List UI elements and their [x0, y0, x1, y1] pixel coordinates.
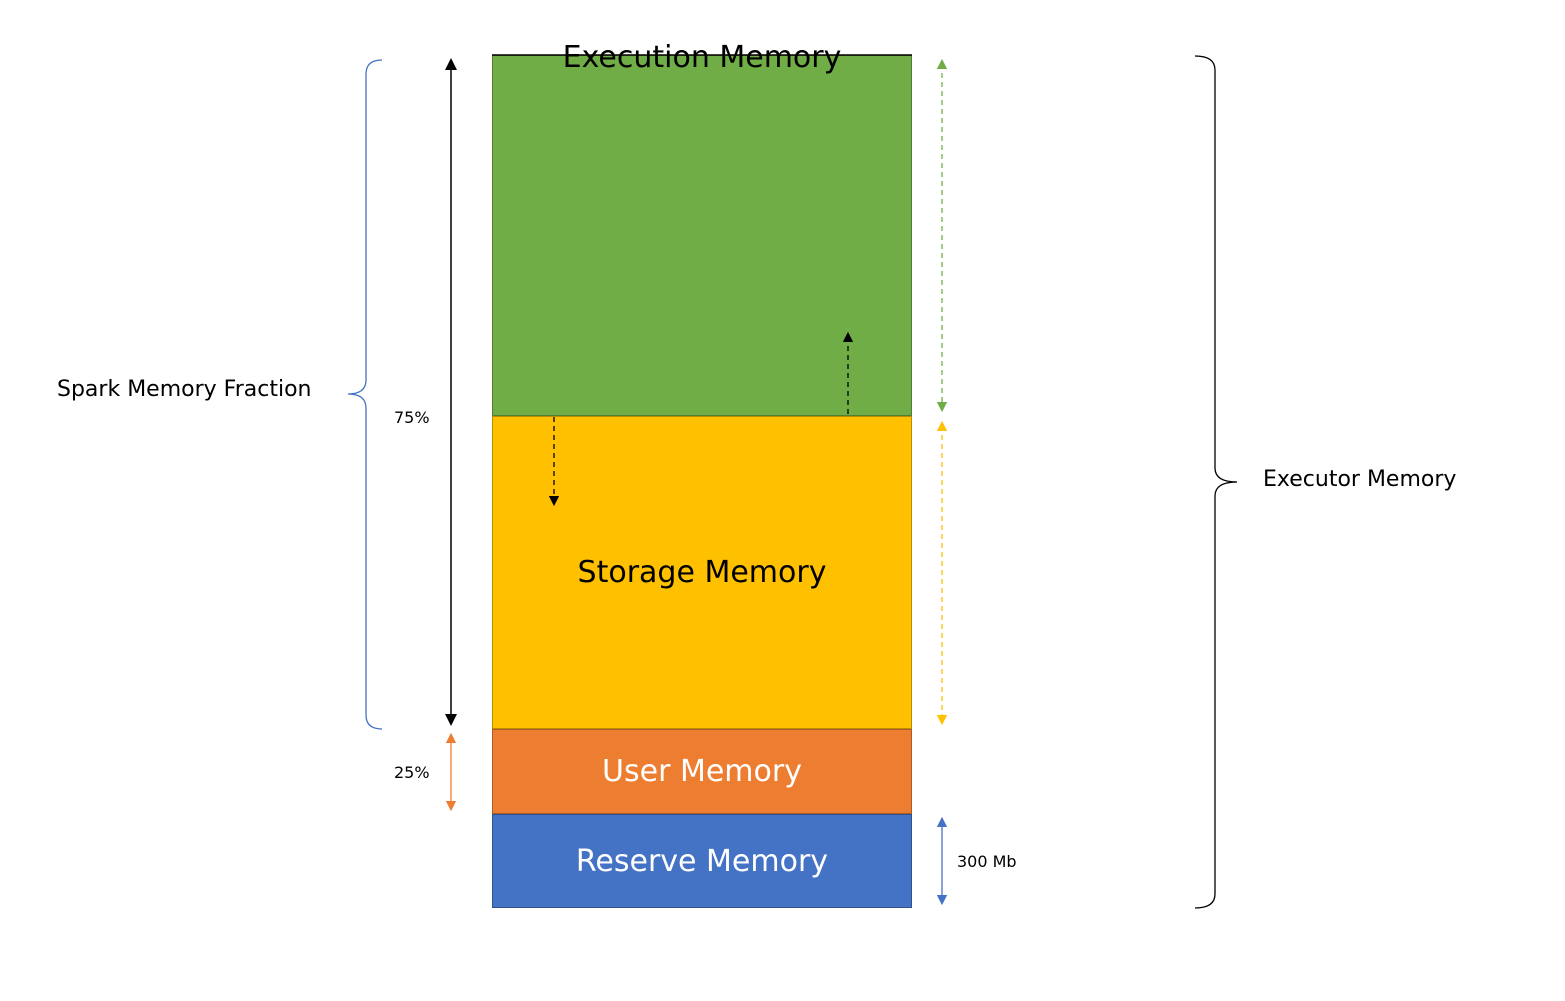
storage-memory-label: Storage Memory [577, 555, 827, 590]
user-memory-block: User Memory [492, 729, 912, 814]
reserve-memory-label: Reserve Memory [575, 843, 829, 879]
execution-memory-label: Execution Memory [562, 40, 842, 75]
execution-memory-block: Execution Memory [492, 40, 912, 416]
spark-memory-fraction-label: Spark Memory Fraction [57, 377, 312, 402]
storage-memory-block: Storage Memory [492, 416, 912, 729]
executor-memory-brace [1194, 55, 1238, 909]
user-memory-label: User Memory [602, 754, 802, 789]
reserve-memory-block: Reserve Memory [492, 814, 912, 908]
fraction-25-label: 25% [394, 763, 430, 782]
executor-memory-label: Executor Memory [1263, 467, 1457, 492]
reserve-size-label: 300 Mb [957, 852, 1017, 871]
fraction-75-label: 75% [394, 408, 430, 427]
spark-fraction-brace [347, 59, 383, 730]
